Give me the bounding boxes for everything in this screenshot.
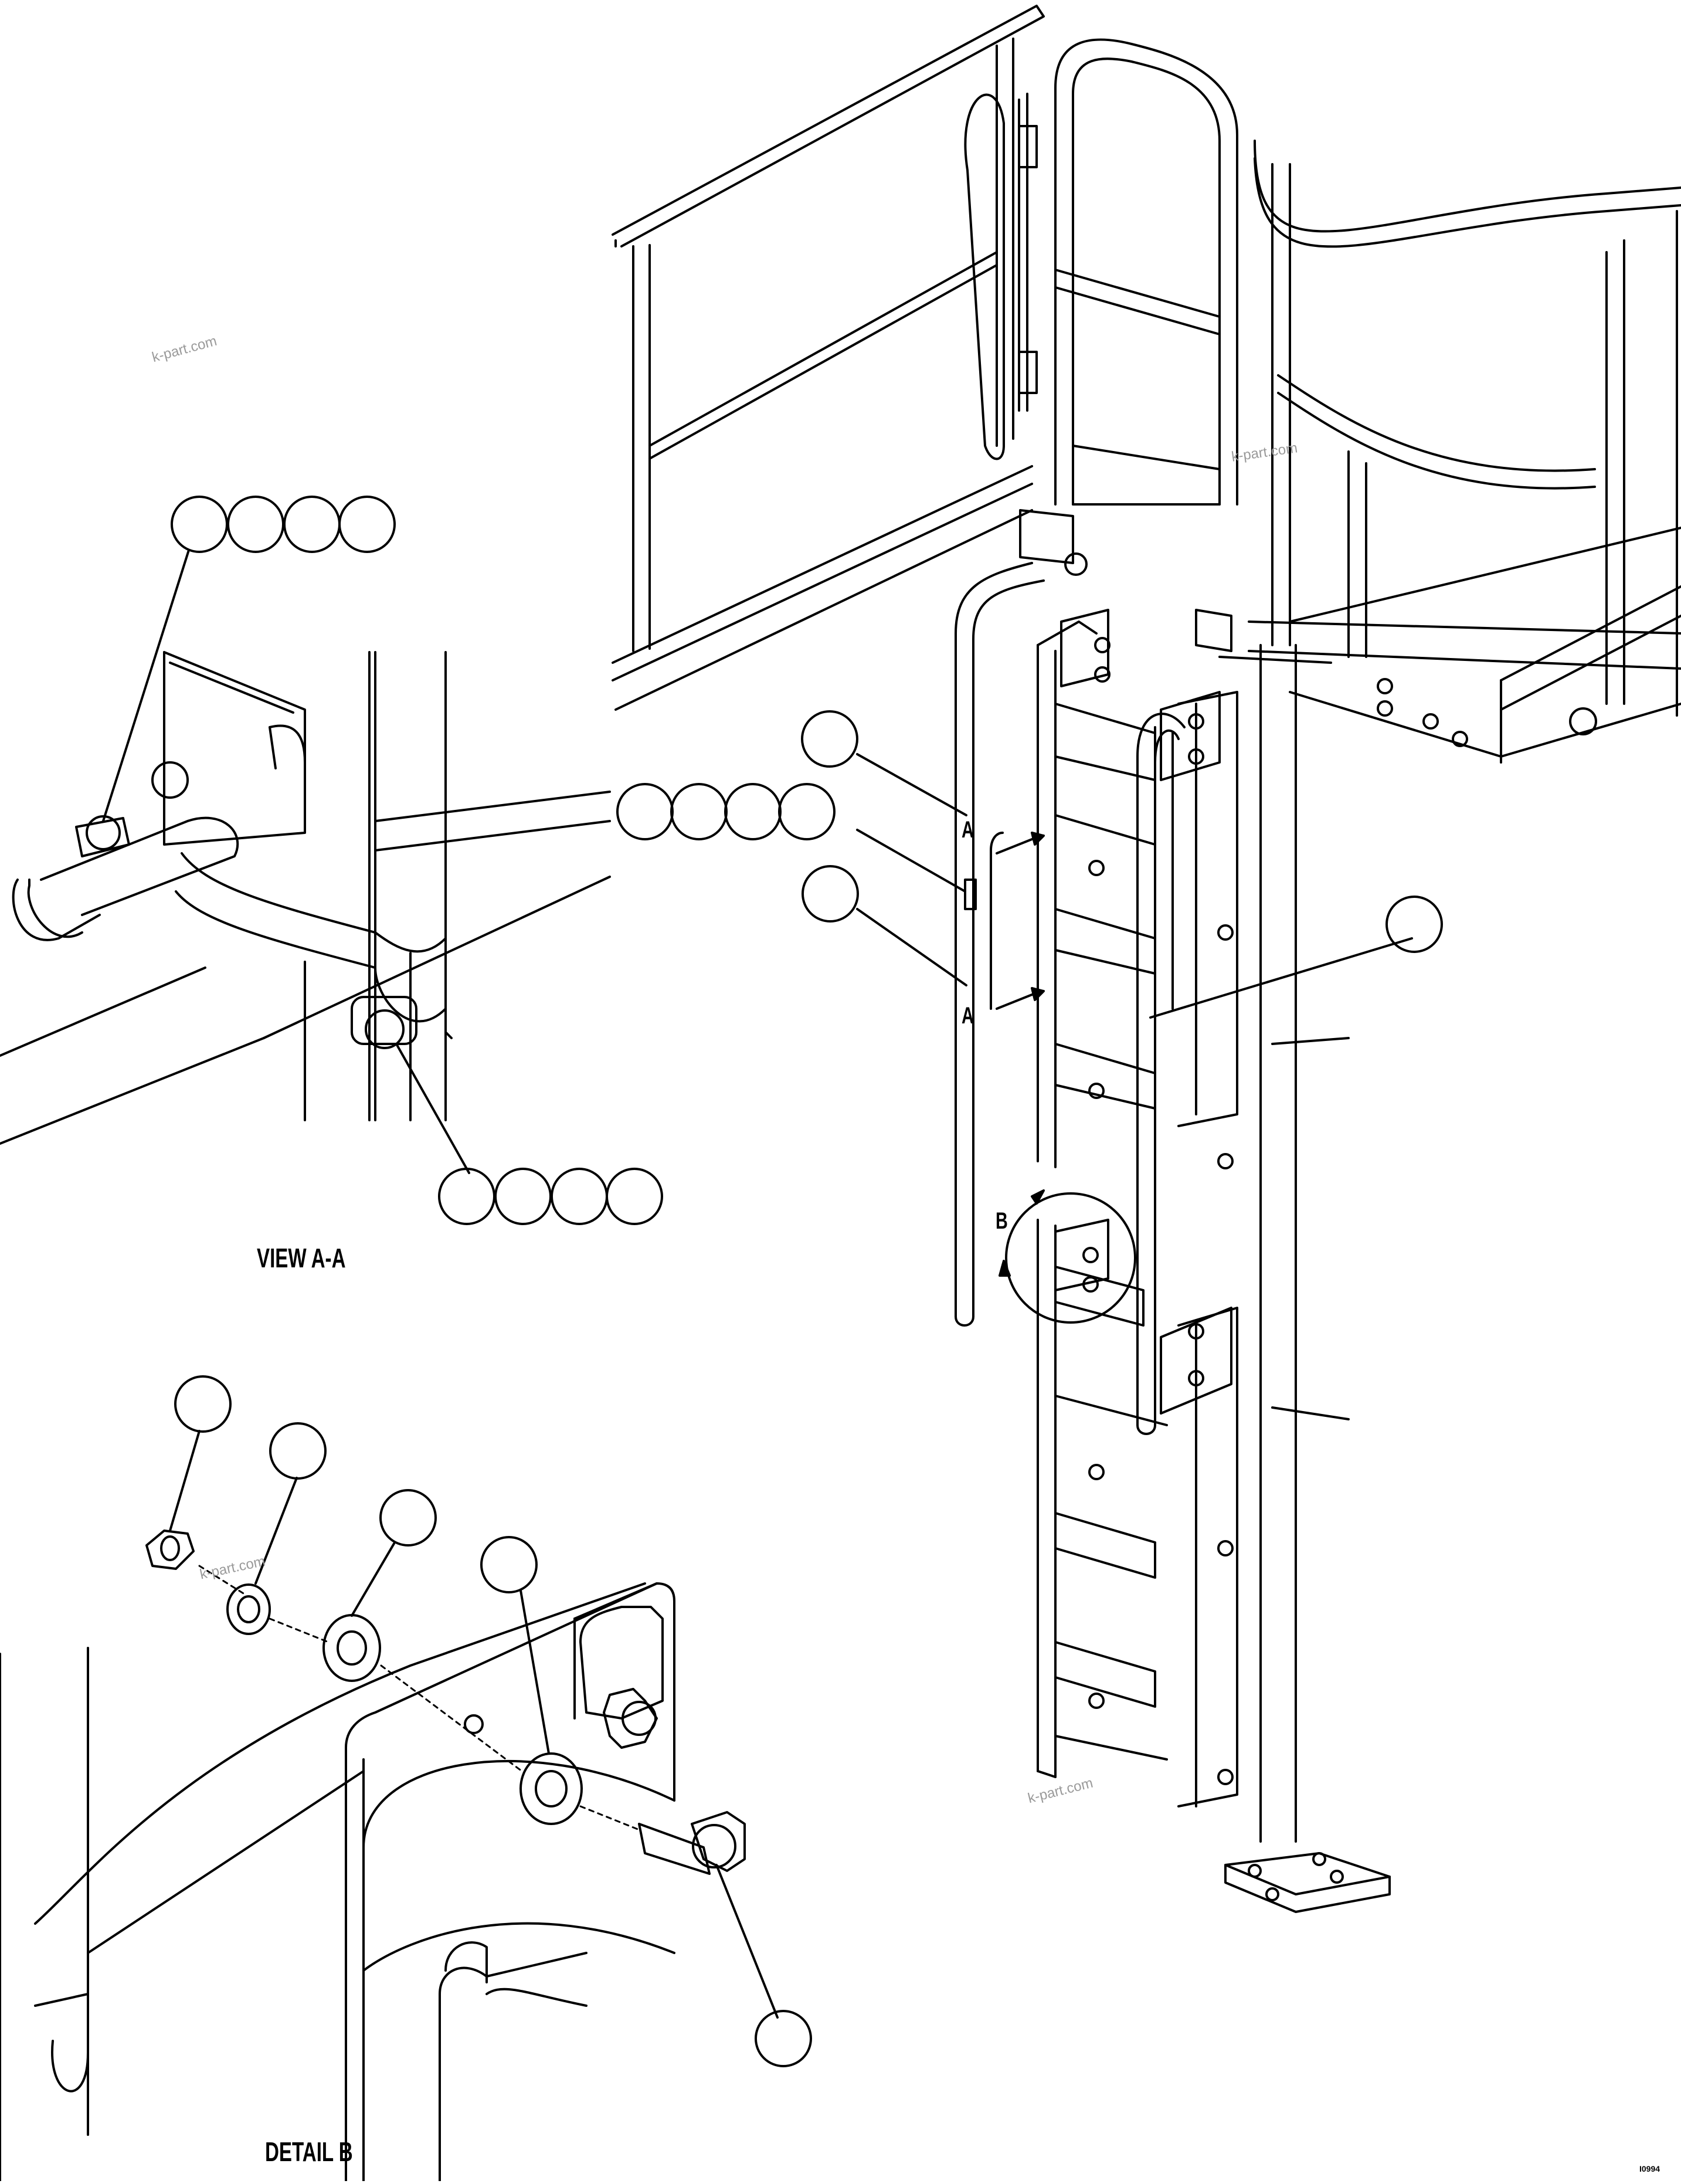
section-mark-a-top: A — [962, 817, 974, 843]
platform-handrail-right — [1248, 140, 1681, 717]
section-mark-a-bottom: A — [962, 1003, 974, 1029]
platform-deck-right — [1289, 527, 1681, 764]
ladder-upper-handrail — [1136, 713, 1186, 1435]
ladder-brackets — [1054, 609, 1234, 1785]
platform-gate — [964, 93, 1038, 460]
view-a-a-artwork — [0, 651, 611, 1145]
platform-handrail-left — [612, 5, 1045, 711]
detail-b-artwork — [0, 1530, 746, 2182]
view-a-a-callout-circles — [171, 496, 663, 1225]
view-a-a-callout-leaders — [102, 549, 470, 1174]
ladder-hinge-bracket — [1019, 509, 1232, 652]
ladder-upper-section — [1037, 620, 1238, 1168]
detail-b-callout-leaders — [169, 1430, 779, 2019]
detail-mark-b: B — [996, 1208, 1008, 1234]
detail-b-exploded-axis — [198, 1565, 640, 1831]
section-a-markers — [964, 832, 1045, 1010]
figure-id: I0994 — [1639, 2164, 1660, 2173]
detail-b-circle — [999, 1189, 1136, 1324]
main-callout-circles — [616, 710, 1443, 953]
view-a-a-caption: VIEW A-A — [257, 1243, 346, 1273]
support-post — [1218, 644, 1391, 1913]
detail-b-callout-circles — [174, 1375, 812, 2067]
ladder-top-hoop — [1054, 38, 1238, 506]
main-callout-leaders — [856, 753, 1413, 1019]
ladder-side-rail-left — [955, 562, 1045, 1327]
detail-b-caption: DETAIL B — [265, 2136, 353, 2167]
